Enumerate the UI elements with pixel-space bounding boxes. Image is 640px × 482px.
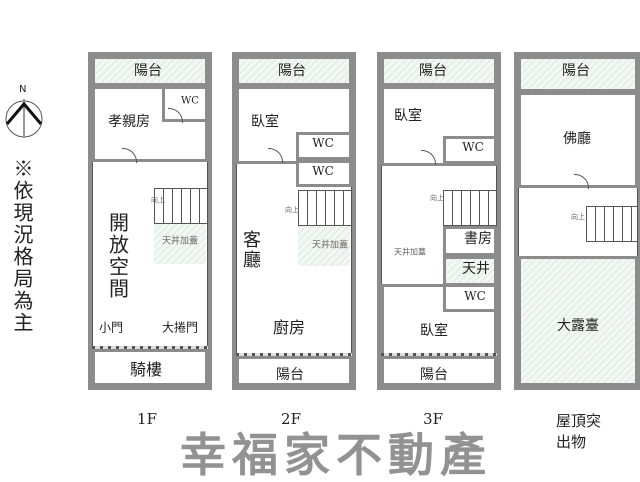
stairs-up-label: 向上 bbox=[430, 194, 444, 202]
stairs-up-label: 向上 bbox=[571, 213, 585, 221]
wc-room bbox=[296, 160, 352, 187]
study-label: 書房 bbox=[464, 231, 492, 247]
bedroom-bottom-label: 臥室 bbox=[420, 323, 448, 339]
floor-plan-1f bbox=[88, 52, 212, 390]
bedroom-label: 孝親房 bbox=[108, 114, 150, 130]
skylight-room bbox=[443, 256, 497, 286]
balcony bbox=[236, 56, 352, 86]
stairs-up-label: 向上 bbox=[151, 196, 165, 204]
living-label: 客廳 bbox=[240, 230, 261, 270]
floor-plan-2f bbox=[232, 52, 356, 390]
bedroom-room bbox=[236, 86, 352, 164]
staircase bbox=[443, 190, 497, 226]
balcony bbox=[381, 56, 497, 86]
wc-label: WC bbox=[464, 289, 486, 303]
balcony-label: 陽台 bbox=[278, 63, 306, 79]
skylight-label: 天井加蓋 bbox=[161, 236, 199, 247]
small-door-label: 小門 bbox=[98, 320, 124, 335]
study-room bbox=[443, 226, 497, 256]
wc-label: WC bbox=[312, 164, 334, 178]
skylight-cover-label: 天井加蓋 bbox=[394, 247, 426, 257]
north-label: N bbox=[19, 84, 27, 95]
skylight-area bbox=[154, 224, 206, 264]
balcony bbox=[92, 56, 208, 86]
bedroom-label: 臥室 bbox=[394, 108, 422, 124]
arcade-room bbox=[92, 349, 208, 386]
balcony-label: 陽台 bbox=[419, 63, 447, 79]
terrace-label: 大露臺 bbox=[557, 318, 599, 334]
skylight-label: 天井 bbox=[462, 261, 490, 277]
north-arrow-icon bbox=[5, 99, 43, 138]
staircase bbox=[154, 188, 208, 224]
disclaimer-note: ※依現況格局為主 bbox=[10, 158, 34, 334]
wc-room bbox=[296, 132, 352, 160]
floor-plan-3f bbox=[377, 52, 501, 390]
floor-label-roof: 屋頂突出物 bbox=[556, 412, 602, 451]
wc-room bbox=[443, 136, 497, 164]
compass: N bbox=[4, 84, 44, 144]
floor-plan-roof bbox=[514, 52, 640, 390]
balcony-bottom bbox=[381, 356, 497, 386]
sliding-door bbox=[381, 353, 497, 356]
balcony-bottom bbox=[236, 356, 352, 386]
floor-label-1f: 1F bbox=[137, 410, 157, 428]
wc-room bbox=[443, 284, 497, 312]
bedroom-room bbox=[381, 86, 497, 166]
floor-label-2f: 2F bbox=[281, 410, 301, 428]
terrace-room bbox=[518, 256, 638, 386]
wc-label: WC bbox=[181, 95, 199, 107]
stairs-up-label: 向上 bbox=[285, 206, 299, 214]
skylight-area bbox=[298, 226, 350, 266]
staircase bbox=[298, 190, 352, 226]
balcony-bottom-label: 陽台 bbox=[420, 367, 448, 383]
bedroom-label: 臥室 bbox=[251, 114, 279, 130]
balcony-bottom-label: 陽台 bbox=[276, 367, 304, 383]
floor-label-3f: 3F bbox=[423, 410, 443, 428]
staircase bbox=[586, 206, 638, 242]
skylight-label: 天井加蓋 bbox=[311, 240, 349, 251]
shrine-label: 佛廳 bbox=[563, 131, 591, 147]
balcony-label: 陽台 bbox=[562, 63, 590, 79]
watermark: 幸福家不動產 bbox=[180, 428, 492, 482]
wc-label: WC bbox=[312, 136, 334, 150]
sliding-door bbox=[236, 353, 352, 356]
arcade-label: 騎樓 bbox=[129, 360, 163, 379]
balcony bbox=[518, 56, 638, 92]
balcony-label: 陽台 bbox=[134, 63, 162, 79]
kitchen-label: 廚房 bbox=[272, 318, 306, 337]
wc-label: WC bbox=[462, 140, 484, 154]
open-space-label: 開放空間 bbox=[105, 212, 130, 300]
rolling-door-label: 大捲門 bbox=[161, 320, 199, 335]
rolling-door bbox=[92, 346, 208, 349]
